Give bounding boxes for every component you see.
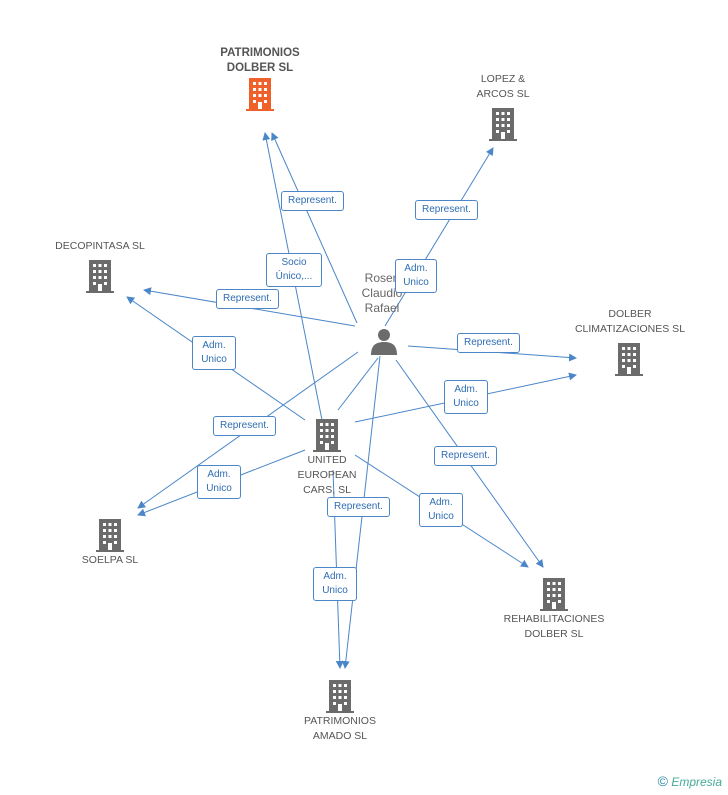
edge-label-line: Unico — [428, 511, 454, 522]
building-icon — [489, 108, 517, 141]
brand-name: Empresia — [671, 775, 722, 789]
edge-label-line: Adm. — [404, 263, 428, 274]
company-name-line: CARS, SL — [303, 484, 351, 496]
edge-label-represent[interactable]: Represent. — [327, 497, 390, 517]
company-soelpa[interactable]: SOELPA SL — [70, 517, 150, 568]
edge-label-represent[interactable]: Represent. — [457, 333, 520, 353]
edge-label-line: Socio — [281, 257, 307, 268]
edge-label-represent[interactable]: Represent. — [434, 446, 497, 466]
edge-label-adm-unico[interactable]: Adm. Unico — [395, 259, 437, 293]
edge-label-adm-unico[interactable]: Adm. Unico — [313, 567, 357, 601]
company-name-line: PATRIMONIOS — [304, 715, 376, 727]
person-icon[interactable] — [370, 327, 400, 357]
edge-person-lopez-arcos — [384, 147, 494, 327]
edge-label-line: Adm. — [202, 340, 226, 351]
company-name-line: LOPEZ & — [480, 73, 526, 85]
company-name-line: PATRIMONIOS — [220, 47, 300, 59]
company-name-line: DOLBER SL — [226, 62, 294, 74]
company-name-line: AMADO SL — [312, 730, 368, 742]
edge-label-adm-unico[interactable]: Adm. Unico — [192, 336, 236, 370]
company-name-line: DOLBER SL — [524, 628, 584, 640]
edge-label-adm-unico[interactable]: Adm. Unico — [419, 493, 463, 527]
building-icon — [96, 519, 124, 552]
edge-label-represent[interactable]: Represent. — [216, 289, 279, 309]
brand-logo: © Empresia — [658, 773, 722, 789]
building-icon — [615, 343, 643, 376]
edge-label-represent[interactable]: Represent. — [415, 200, 478, 220]
edge-label-line: Adm. — [429, 497, 453, 508]
company-name-line: ARCOS SL — [476, 88, 530, 100]
company-patrimonios-dolber[interactable]: PATRIMONIOS DOLBER SL — [200, 46, 320, 112]
edge-label-line: Adm. — [207, 469, 231, 480]
company-name-line: UNITED — [307, 454, 347, 466]
person-name[interactable]: Rosen Claudio Rafael — [340, 271, 424, 316]
company-patrimonios-amado[interactable]: PATRIMONIOS AMADO SL — [290, 678, 390, 744]
edge-label-line: Adm. — [323, 571, 347, 582]
building-icon — [246, 78, 274, 111]
edge-label-line: Unico — [403, 277, 429, 288]
edge-label-line: Unico — [322, 585, 348, 596]
company-rehabilitaciones-dolber[interactable]: REHABILITACIONES DOLBER SL — [496, 576, 612, 642]
building-icon — [540, 578, 568, 611]
edge-label-line: Unico — [206, 483, 232, 494]
edge-label-adm-unico[interactable]: Adm. Unico — [197, 465, 241, 499]
person-name-line-3: Rafael — [364, 301, 400, 315]
edge-label-line: Único,... — [275, 271, 313, 282]
person-name-line-2: Claudio — [361, 286, 403, 300]
edge-person-united — [337, 357, 379, 411]
company-lopez-arcos[interactable]: LOPEZ & ARCOS SL — [455, 72, 551, 142]
edge-label-line: Unico — [453, 398, 479, 409]
company-name-line: DECOPINTASA SL — [55, 240, 145, 252]
company-name-line: EUROPEAN — [297, 469, 357, 481]
copyright-icon: © — [657, 773, 668, 789]
edge-label-represent[interactable]: Represent. — [213, 416, 276, 436]
edge-label-adm-unico[interactable]: Adm. Unico — [444, 380, 488, 414]
edge-label-represent[interactable]: Represent. — [281, 191, 344, 211]
building-icon — [326, 680, 354, 713]
building-icon — [86, 260, 114, 293]
company-name-line: SOELPA SL — [81, 554, 139, 566]
company-decopintasa[interactable]: DECOPINTASA SL — [45, 239, 155, 294]
company-united-european-cars[interactable]: UNITED EUROPEAN CARS, SL — [282, 417, 372, 498]
company-name-line: DOLBER — [608, 308, 652, 320]
company-dolber-climatizaciones[interactable]: DOLBER CLIMATIZACIONES SL — [570, 307, 690, 377]
edge-label-line: Unico — [201, 354, 227, 365]
building-icon — [313, 419, 341, 452]
person-name-line-1: Rosen — [364, 271, 400, 285]
company-name-line: CLIMATIZACIONES SL — [574, 323, 686, 335]
company-name-line: REHABILITACIONES — [503, 613, 605, 625]
edge-label-line: Adm. — [454, 384, 478, 395]
edge-label-socio-unico[interactable]: Socio Único,... — [266, 253, 322, 287]
edge-person-patrimonios-dolber — [271, 132, 358, 324]
